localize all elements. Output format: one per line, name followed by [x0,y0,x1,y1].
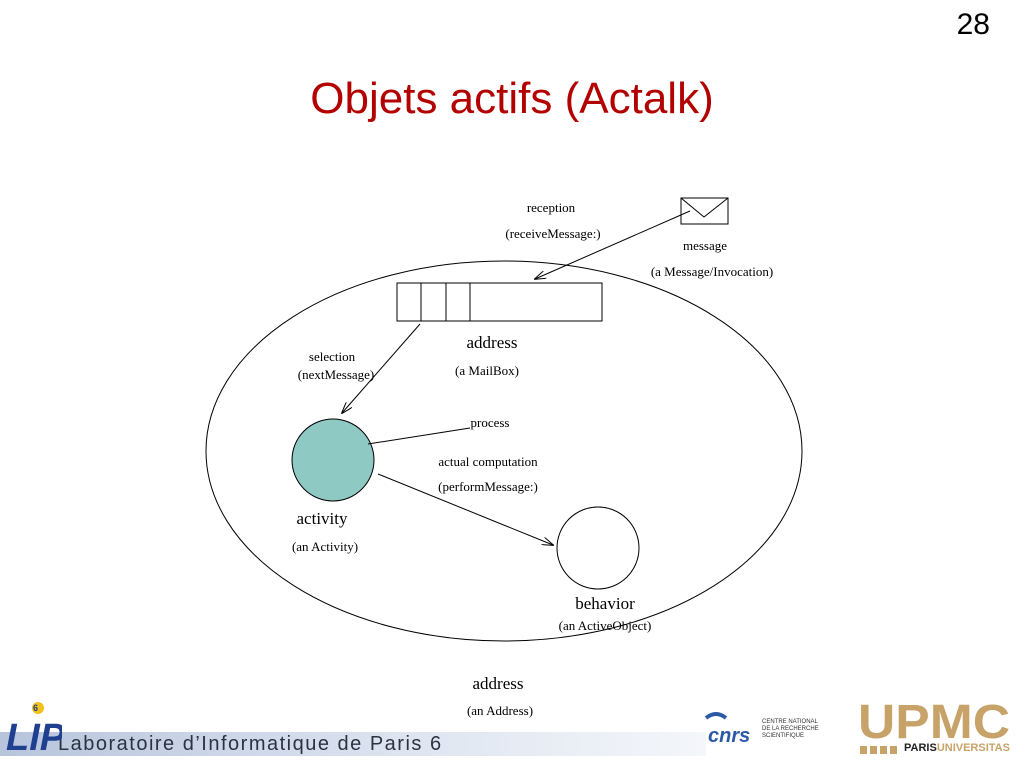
activity-name-label: activity [297,509,348,528]
outer-name-label: address [473,674,524,693]
upmc-logo-text: UPMC [858,700,1010,742]
activity-type-label: (an Activity) [292,539,358,554]
upmc-universitas: UNIVERSITAS [936,742,1010,754]
next-message-label: (nextMessage) [298,367,375,382]
process-line [367,427,471,445]
footer-band [0,732,706,756]
reception-label: reception [527,200,576,215]
activity-circle [291,418,375,502]
upmc-logo: UPMC [858,700,1010,742]
footer-lab-name: Laboratoire d’Informatique de Paris 6 [58,733,443,755]
lip-logo-text: LIP [6,717,62,756]
behavior-type-label: (an ActiveObject) [559,618,652,633]
mailbox-queue [396,282,603,322]
receive-message-label: (receiveMessage:) [505,226,600,241]
selection-label: selection [309,349,356,364]
cnrs-logo: cnrs [704,712,750,747]
mailbox-name-label: address [467,333,518,352]
lip6-badge: 6 [33,703,38,713]
actual-computation-label: actual computation [438,454,538,469]
slide-title: Objets actifs (Actalk) [310,74,714,123]
cnrs-caption: CENTRE NATIONAL DE LA RECHERCHE SCIENTIF… [762,719,819,740]
mailbox-type-label: (a MailBox) [455,363,519,378]
upmc-paris: PARIS [904,742,937,754]
cnrs-caption-line: SCIENTIFIQUE [762,733,805,739]
message-label: message [683,238,727,253]
message-type-label: (a Message/Invocation) [651,264,773,279]
reception-arrow [535,210,691,279]
envelope-icon [680,197,729,225]
behavior-name-label: behavior [575,594,635,613]
behavior-circle [556,506,640,590]
selection-arrow [342,323,421,413]
svg-text:cnrs: cnrs [708,725,750,747]
upmc-bars-icon [860,746,897,754]
lip6-logo: 6 LIP [6,702,62,756]
process-label: process [471,415,510,430]
upmc-subtitle: PARISUNIVERSITAS [904,742,1010,754]
outer-type-label: (an Address) [467,703,533,718]
computation-arrow [377,473,553,545]
cnrs-caption-line: CENTRE NATIONAL [762,719,818,725]
perform-message-label: (performMessage:) [438,479,538,494]
slide-number: 28 [956,8,990,41]
outer-address-ellipse [205,260,803,642]
cnrs-caption-line: DE LA RECHERCHE [762,726,819,732]
